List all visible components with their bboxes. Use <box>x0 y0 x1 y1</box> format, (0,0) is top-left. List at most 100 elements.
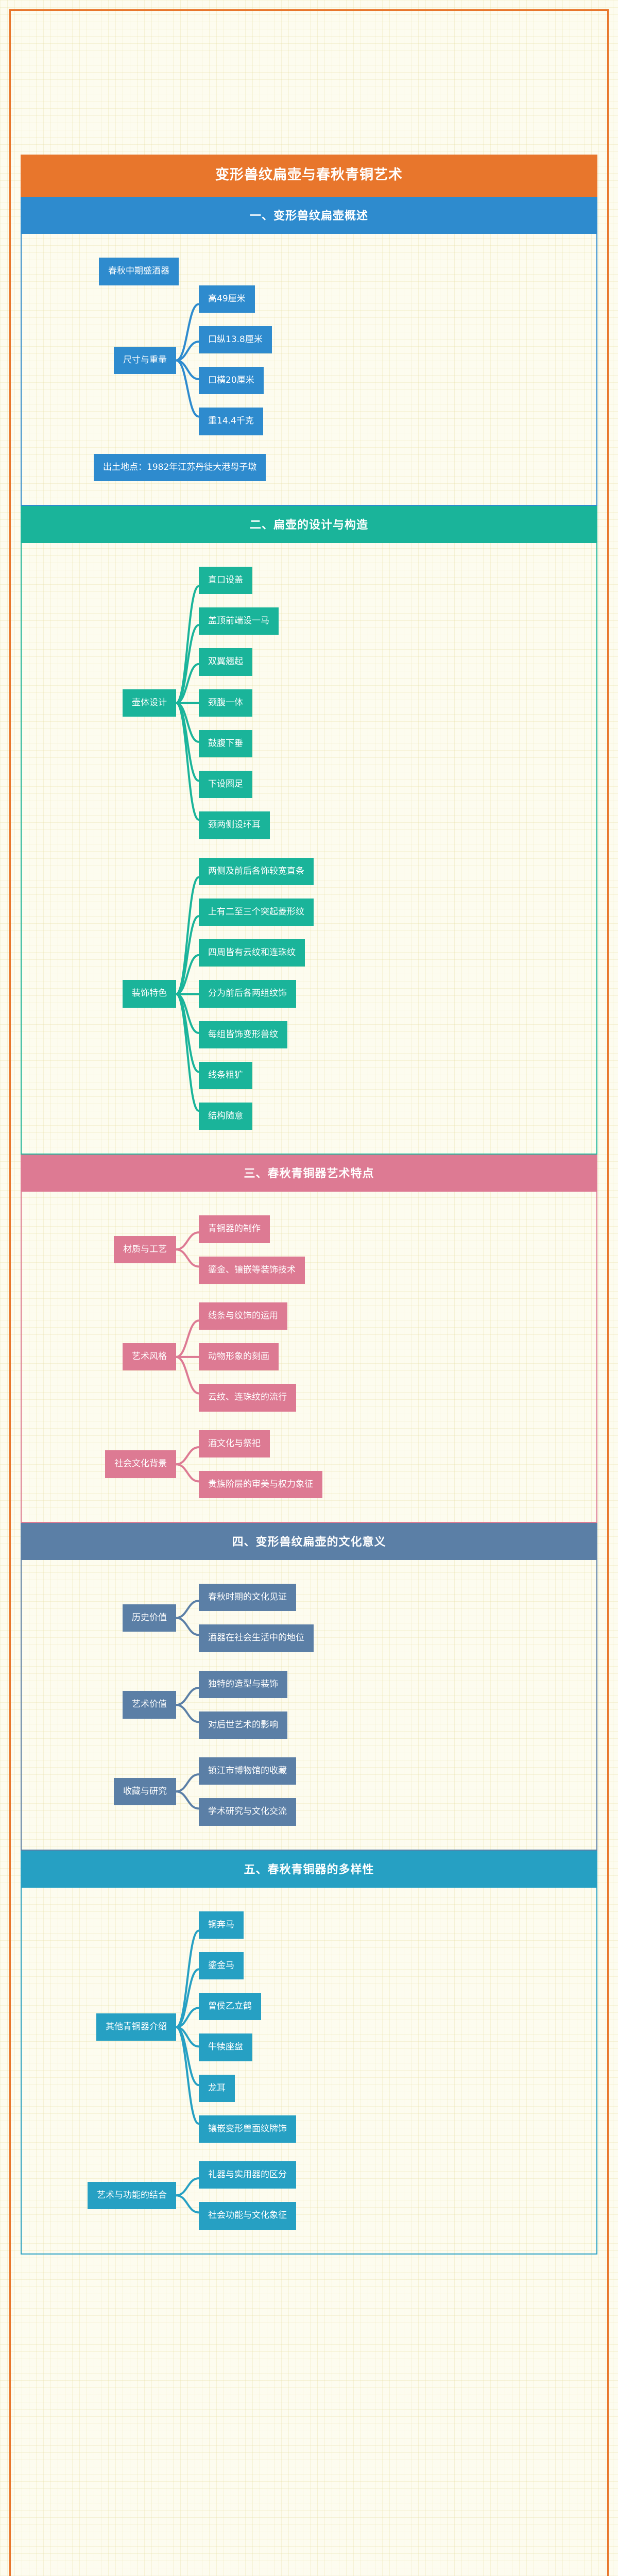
mindmap-branch: 装饰特色 两侧及前后各饰较宽直条上有二至三个突起菱形纹四周皆有云纹和连珠纹分为前后… <box>22 857 596 1130</box>
branch-connector-column <box>176 567 199 839</box>
mindmap-child-node[interactable]: 鼓腹下垂 <box>199 730 252 758</box>
section-header-1[interactable]: 一、变形兽纹扁壶概述 <box>21 197 597 234</box>
mindmap-child-node[interactable]: 独特的造型与装饰 <box>199 1670 287 1698</box>
mindmap-parent-node[interactable]: 其他青铜器介绍 <box>96 2013 176 2041</box>
mindmap-child-node[interactable]: 鎏金、镶嵌等装饰技术 <box>199 1256 305 1284</box>
mindmap-child-node[interactable]: 春秋时期的文化见证 <box>199 1584 296 1612</box>
branch-children-column: 线条与纹饰的运用动物形象的刻画云纹、连珠纹的流行 <box>199 1302 596 1412</box>
mindmap-child-node[interactable]: 青铜器的制作 <box>199 1215 270 1243</box>
branch-children-column: 独特的造型与装饰对后世艺术的影响 <box>199 1670 596 1739</box>
mindmap-child-node[interactable]: 颈两侧设环耳 <box>199 811 270 839</box>
branch-connector <box>176 285 199 435</box>
mindmap-child-node[interactable]: 对后世艺术的影响 <box>199 1711 287 1739</box>
layout-spacer <box>22 454 94 481</box>
mindmap-child-node[interactable]: 口横20厘米 <box>199 367 264 395</box>
branch-parent-column: 艺术与功能的结合 <box>22 2181 176 2210</box>
mindmap-child-node[interactable]: 颈腹一体 <box>199 689 252 717</box>
branch-connector <box>176 1584 199 1652</box>
branch-parent-column: 尺寸与重量 <box>22 346 176 374</box>
mindmap-child-node[interactable]: 云纹、连珠纹的流行 <box>199 1384 296 1412</box>
branch-parent-column: 收藏与研究 <box>22 1777 176 1806</box>
mindmap-child-node[interactable]: 分为前后各两组纹饰 <box>199 980 296 1008</box>
mindmap-branch: 壶体设计 直口设盖盖顶前端设一马双翼翘起颈腹一体鼓腹下垂下设圈足颈两侧设环耳 <box>22 566 596 839</box>
section-body-1: 春秋中期盛酒器尺寸与重量 高49厘米口纵13.8厘米口横20厘米重14.4千克出土… <box>21 234 597 506</box>
mindmap-child-node[interactable]: 直口设盖 <box>199 566 252 595</box>
mindmap-child-node[interactable]: 鎏金马 <box>199 1952 244 1980</box>
mindmap-child-node[interactable]: 镶嵌变形兽面纹牌饰 <box>199 2115 296 2143</box>
mindmap-child-node[interactable]: 贵族阶层的审美与权力象征 <box>199 1470 322 1499</box>
mindmap-child-node[interactable]: 酒文化与祭祀 <box>199 1430 270 1458</box>
mindmap-child-node[interactable]: 高49厘米 <box>199 285 255 313</box>
branch-connector <box>176 858 199 1130</box>
mindmap-child-node[interactable]: 上有二至三个突起菱形纹 <box>199 898 314 926</box>
mindmap-branch: 社会文化背景酒文化与祭祀贵族阶层的审美与权力象征 <box>22 1430 596 1499</box>
branch-connector <box>176 2161 199 2230</box>
mindmap-child-node[interactable]: 线条粗犷 <box>199 1061 252 1090</box>
section-body-2: 壶体设计 直口设盖盖顶前端设一马双翼翘起颈腹一体鼓腹下垂下设圈足颈两侧设环耳装饰特… <box>21 543 597 1155</box>
mindmap-child-node[interactable]: 重14.4千克 <box>199 408 263 435</box>
branch-parent-column: 艺术风格 <box>22 1343 176 1371</box>
mindmap-child-node[interactable]: 学术研究与文化交流 <box>199 1798 296 1826</box>
mindmap-child-node[interactable]: 结构随意 <box>199 1103 252 1130</box>
mindmap-parent-node[interactable]: 社会文化背景 <box>105 1450 176 1478</box>
mindmap-content: 变形兽纹扁壶与春秋青铜艺术 一、变形兽纹扁壶概述春秋中期盛酒器尺寸与重量 高49厘… <box>21 0 597 2425</box>
mindmap-child-node[interactable]: 双翼翘起 <box>199 648 252 676</box>
mindmap-child-node[interactable]: 四周皆有云纹和连珠纹 <box>199 939 305 967</box>
mindmap-child-node[interactable]: 曾侯乙立鹤 <box>199 1993 261 2021</box>
mindmap-child-node[interactable]: 两侧及前后各饰较宽直条 <box>199 857 314 885</box>
standalone-node-row: 春秋中期盛酒器 <box>22 258 596 285</box>
section-body-3: 材质与工艺青铜器的制作鎏金、镶嵌等装饰技术艺术风格线条与纹饰的运用动物形象的刻画… <box>21 1192 597 1523</box>
mindmap-parent-node[interactable]: 艺术风格 <box>123 1343 176 1371</box>
branch-connector-column <box>176 1430 199 1499</box>
section-header-2[interactable]: 二、扁壶的设计与构造 <box>21 505 597 543</box>
branch-parent-column: 壶体设计 <box>22 689 176 717</box>
mindmap-parent-node[interactable]: 壶体设计 <box>123 689 176 717</box>
branch-connector-column <box>176 1584 199 1652</box>
mindmap-branch: 材质与工艺青铜器的制作鎏金、镶嵌等装饰技术 <box>22 1215 596 1284</box>
branch-connector-column <box>176 285 199 435</box>
mindmap-parent-node[interactable]: 装饰特色 <box>123 980 176 1008</box>
branch-children-column: 春秋时期的文化见证酒器在社会生活中的地位 <box>199 1584 596 1652</box>
mindmap-branch: 尺寸与重量 高49厘米口纵13.8厘米口横20厘米重14.4千克 <box>22 285 596 435</box>
mindmap-child-node[interactable]: 每组皆饰变形兽纹 <box>199 1021 287 1048</box>
mindmap-child-node[interactable]: 口纵13.8厘米 <box>199 326 272 354</box>
mindmap-branch: 艺术与功能的结合礼器与实用器的区分社会功能与文化象征 <box>22 2161 596 2230</box>
section-header-3[interactable]: 三、春秋青铜器艺术特点 <box>21 1155 597 1192</box>
mindmap-node[interactable]: 出土地点：1982年江苏丹徒大港母子墩 <box>94 453 266 481</box>
section-header-5[interactable]: 五、春秋青铜器的多样性 <box>21 1850 597 1888</box>
mindmap-parent-node[interactable]: 历史价值 <box>123 1604 176 1632</box>
mindmap-child-node[interactable]: 动物形象的刻画 <box>199 1343 279 1371</box>
mindmap-child-node[interactable]: 牛犊座盘 <box>199 2033 252 2061</box>
mindmap-parent-node[interactable]: 材质与工艺 <box>114 1236 176 1264</box>
mindmap-branch: 艺术风格线条与纹饰的运用动物形象的刻画云纹、连珠纹的流行 <box>22 1302 596 1412</box>
mindmap-child-node[interactable]: 盖顶前端设一马 <box>199 607 279 635</box>
mindmap-branch: 收藏与研究镇江市博物馆的收藏学术研究与文化交流 <box>22 1757 596 1826</box>
branch-connector-column <box>176 1757 199 1826</box>
mindmap-branch: 其他青铜器介绍 铜奔马鎏金马曾侯乙立鹤牛犊座盘龙耳镶嵌变形兽面纹牌饰 <box>22 1911 596 2143</box>
branch-connector <box>176 1302 199 1412</box>
branch-children-column: 酒文化与祭祀贵族阶层的审美与权力象征 <box>199 1430 596 1499</box>
page-title: 变形兽纹扁壶与春秋青铜艺术 <box>21 155 597 197</box>
mindmap-child-node[interactable]: 下设圈足 <box>199 771 252 799</box>
mindmap-parent-node[interactable]: 艺术价值 <box>123 1691 176 1719</box>
mindmap-child-node[interactable]: 龙耳 <box>199 2074 235 2102</box>
section-body-5: 其他青铜器介绍 铜奔马鎏金马曾侯乙立鹤牛犊座盘龙耳镶嵌变形兽面纹牌饰艺术与功能的结… <box>21 1887 597 2255</box>
mindmap-child-node[interactable]: 社会功能与文化象征 <box>199 2202 296 2230</box>
branch-children-column: 礼器与实用器的区分社会功能与文化象征 <box>199 2161 596 2230</box>
mindmap-node[interactable]: 春秋中期盛酒器 <box>99 258 179 285</box>
footer-space <box>21 2255 597 2425</box>
mindmap-child-node[interactable]: 镇江市博物馆的收藏 <box>199 1757 296 1785</box>
section-header-4[interactable]: 四、变形兽纹扁壶的文化意义 <box>21 1523 597 1561</box>
mindmap-child-node[interactable]: 酒器在社会生活中的地位 <box>199 1624 314 1652</box>
mindmap-parent-node[interactable]: 艺术与功能的结合 <box>88 2181 176 2210</box>
mindmap-parent-node[interactable]: 尺寸与重量 <box>114 346 176 374</box>
mindmap-child-node[interactable]: 礼器与实用器的区分 <box>199 2161 296 2189</box>
mindmap-parent-node[interactable]: 收藏与研究 <box>114 1777 176 1806</box>
mindmap-child-node[interactable]: 线条与纹饰的运用 <box>199 1302 287 1330</box>
branch-connector-column <box>176 1215 199 1284</box>
branch-connector-column <box>176 858 199 1130</box>
section-5: 五、春秋青铜器的多样性其他青铜器介绍 铜奔马鎏金马曾侯乙立鹤牛犊座盘龙耳镶嵌变形兽… <box>21 1850 597 2255</box>
branch-parent-column: 艺术价值 <box>22 1691 176 1719</box>
mindmap-child-node[interactable]: 铜奔马 <box>199 1911 244 1939</box>
branch-children-column: 镇江市博物馆的收藏学术研究与文化交流 <box>199 1757 596 1826</box>
